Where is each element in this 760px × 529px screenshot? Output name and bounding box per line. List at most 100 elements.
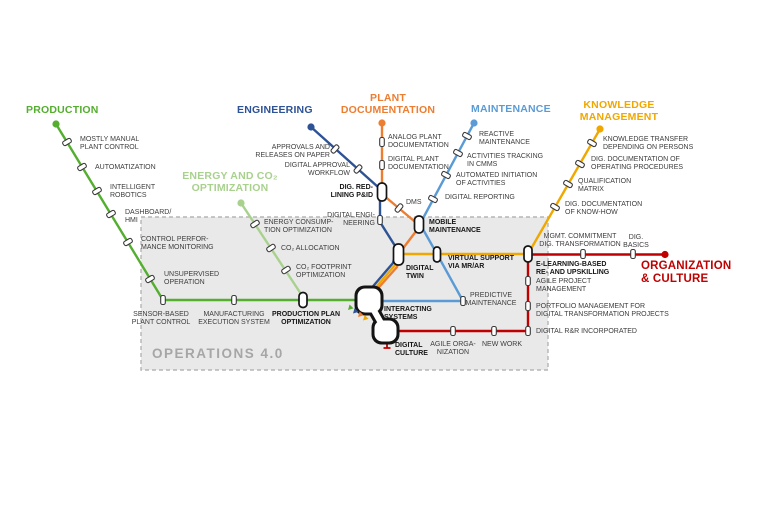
label-digital-twin: DIGITAL TWIN — [406, 265, 434, 280]
label-dms: DMS — [406, 199, 422, 206]
label-analog-plant-doc: ANALOG PLANT DOCUMENTATION — [388, 134, 449, 149]
station-production-plan — [298, 291, 308, 309]
label-reactive: REACTIVE MAINTENANCE — [479, 131, 530, 146]
operations-box-label: OPERATIONS 4.0 — [152, 346, 284, 361]
station-analog-plant-doc — [379, 136, 385, 148]
label-cmms-tracking: ACTIVITIES TRACKING IN CMMS — [467, 153, 544, 168]
label-intelligent-robotics: INTELLIGENT ROBOTICS — [110, 184, 156, 199]
station-mobile-maintenance — [413, 215, 425, 234]
station-predictive — [460, 295, 466, 307]
label-digital-culture: DIGITAL CULTURE — [395, 342, 428, 357]
station-digital-approval — [353, 164, 363, 174]
label-automatization: AUTOMATIZATION — [95, 164, 156, 171]
organization-terminus-dot — [661, 250, 669, 259]
label-predictive: PREDICTIVE MAINTENANCE — [465, 292, 517, 307]
knowledge-title: KNOWLEDGE MANAGEMENT — [579, 99, 659, 123]
label-agile-org: AGILE ORGA- NIZATION — [430, 341, 476, 356]
station-interacting-systems — [354, 285, 400, 345]
station-intelligent-robotics — [92, 186, 102, 196]
label-digital-engineering: DIGITAL ENGI- NEERING — [327, 212, 375, 227]
station-knowledge-transfer — [587, 138, 597, 148]
arrow-engineering-icon — [353, 307, 359, 314]
engineering-title: ENGINEERING — [237, 104, 313, 116]
station-mgmt-commitment — [580, 248, 586, 260]
station-doc-knowhow — [550, 202, 560, 212]
label-mes: MANUFACTURING EXECUTION SYSTEM — [198, 311, 270, 326]
station-co2-footprint — [281, 265, 291, 275]
label-doc-procedures: DIG. DOCUMENTATION OF OPERATING PROCEDUR… — [591, 156, 684, 171]
label-digital-reporting: DIGITAL REPORTING — [445, 194, 515, 201]
station-dig-basics — [630, 248, 636, 260]
station-dashboard-hmi — [106, 209, 116, 219]
station-co2-allocation — [266, 243, 276, 253]
interchange-stations — [298, 182, 533, 309]
station-energy-consumption — [250, 219, 260, 229]
arrow-production-icon — [348, 304, 354, 310]
label-digital-plant-doc: DIGITAL PLANT DOCUMENTATION — [388, 156, 449, 171]
engineering-terminus-dot — [307, 123, 315, 131]
label-doc-knowhow: DIG. DOCUMENTATION OF KNOW-HOW — [565, 201, 643, 216]
station-redlining — [376, 182, 388, 202]
energy-title: ENERGY AND CO₂ OPTIMIZATION — [182, 170, 278, 194]
plant-documentation-terminus-dot — [378, 119, 386, 127]
label-knowledge-transfer: KNOWLEDGE TRANSFER DEPENDING ON PERSONS — [603, 136, 694, 151]
label-co2-footprint: CO₂ FOOTPRINT OPTIMIZATION — [296, 264, 352, 279]
station-digital-rr — [525, 325, 531, 337]
production-title: PRODUCTION — [26, 104, 99, 116]
station-mostly-manual — [62, 137, 72, 147]
energy-terminus-dot — [237, 199, 245, 207]
label-elearning: E-LEARNING-BASED RE- AND UPSKILLING — [536, 261, 610, 276]
organization-line — [396, 253, 665, 333]
label-automated-initiation: AUTOMATED INITIATION OF ACTIVITIES — [456, 172, 538, 187]
station-digital-twin — [392, 243, 405, 266]
label-unsupervised: UNSUPERVISED OPERATION — [164, 271, 220, 286]
station-digital-reporting — [428, 194, 438, 204]
label-portfolio: PORTFOLIO MANAGEMENT FOR DIGITAL TRANSFO… — [536, 303, 669, 318]
arrow-knowledge-icon — [363, 314, 369, 321]
production-terminus-dot — [52, 120, 60, 128]
station-automatization — [77, 162, 87, 172]
operations-box — [140, 216, 549, 371]
maintenance-title: MAINTENANCE — [471, 103, 551, 115]
plant-documentation-title: PLANT DOCUMENTATION — [340, 92, 436, 116]
station-elearning — [523, 245, 533, 263]
station-digital-plant-doc — [379, 159, 385, 171]
label-production-plan: PRODUCTION PLAN OPTIMIZATION — [271, 311, 341, 326]
label-digital-rr: DIGITAL R&R INCORPORATED — [536, 328, 637, 335]
line-direction-arrows — [348, 304, 369, 321]
station-digital-engineering — [377, 214, 383, 226]
station-virtual-support — [432, 246, 442, 263]
label-virtual-support: VIRTUAL SUPPORT VIA MR/AR — [448, 255, 514, 270]
label-mobile-maintenance: MOBILE MAINTENANCE — [429, 219, 481, 234]
station-approvals-paper — [330, 144, 340, 154]
label-new-work: NEW WORK — [481, 341, 523, 348]
station-dms — [394, 203, 404, 213]
arrow-plant-documentation-icon — [358, 311, 364, 317]
station-markers — [62, 131, 636, 337]
label-control-performance: CONTROL PERFOR- MANCE MONITORING — [141, 236, 214, 251]
station-mes — [231, 294, 237, 306]
label-dashboard-hmi: DASHBOARD/ HMI — [125, 209, 172, 224]
label-approvals-paper: APPROVALS AND RELEASES ON PAPER — [255, 144, 330, 159]
label-mostly-manual: MOSTLY MANUAL PLANT CONTROL — [80, 136, 140, 151]
station-control-performance — [123, 237, 133, 247]
label-qualification-matrix: QUALIFICATION MATRIX — [578, 178, 632, 193]
label-digital-approval: DIGITAL APPROVAL WORKFLOW — [284, 162, 350, 177]
label-co2-allocation: CO₂ ALLOCATION — [281, 245, 340, 252]
label-redlining: DIG. RED- LINING P&ID — [330, 184, 373, 199]
label-dig-basics: DIG. BASICS — [623, 234, 649, 249]
station-cmms-tracking — [453, 148, 463, 158]
station-qualification-matrix — [563, 179, 573, 189]
station-automated-initiation — [441, 170, 451, 180]
label-sensor-based: SENSOR-BASED PLANT CONTROL — [131, 311, 191, 326]
knowledge-terminus-dot — [596, 125, 604, 133]
maintenance-terminus-dot — [470, 119, 478, 127]
station-portfolio — [525, 300, 531, 312]
station-doc-procedures — [575, 159, 585, 169]
station-unsupervised — [145, 274, 155, 284]
label-mgmt-commitment: MGMT. COMMITMENT DIG. TRANSFORMATION — [539, 233, 621, 248]
label-interacting-systems: INTERACTING SYSTEMS — [384, 306, 432, 321]
station-reactive — [462, 131, 472, 141]
